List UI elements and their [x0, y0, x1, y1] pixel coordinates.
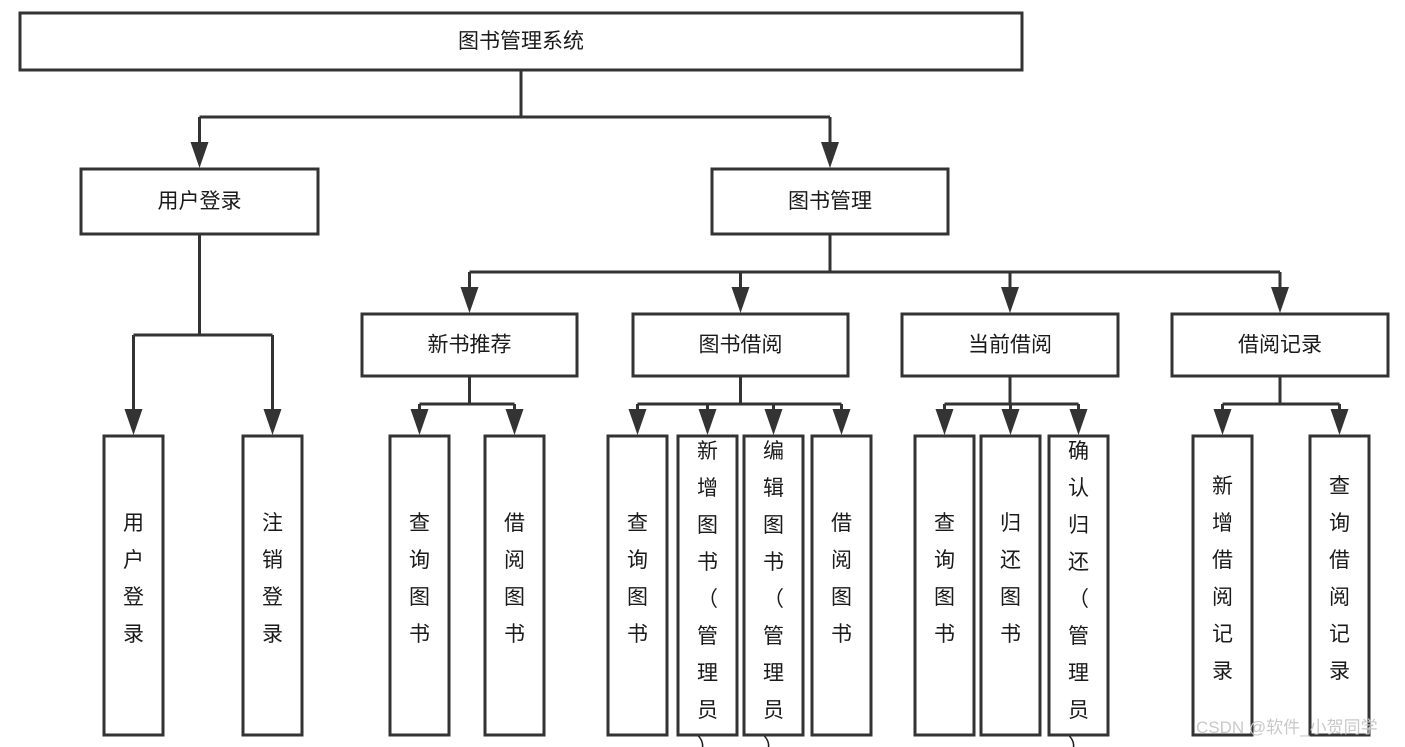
node-label: 用户登录 — [123, 512, 144, 646]
arrow-head — [410, 409, 429, 435]
node-label: 新书推荐 — [428, 334, 512, 357]
arrow-head — [124, 409, 143, 435]
node-box[interactable] — [241, 434, 304, 737]
node-label: 图书借阅 — [699, 334, 783, 357]
arrow-head — [821, 142, 839, 168]
node-box[interactable] — [388, 434, 451, 737]
node-newbook[interactable]: 新书推荐 — [360, 312, 579, 378]
node-label: 注销登录 — [262, 512, 283, 646]
node-leaf-query-book-cur[interactable]: 查询图书 — [913, 434, 976, 737]
node-label: 归还图书 — [1000, 512, 1021, 646]
edge-group-login — [124, 234, 282, 435]
node-box[interactable] — [979, 434, 1042, 737]
node-box[interactable] — [483, 434, 546, 737]
edge-group-newbook — [410, 376, 524, 435]
node-leaf-add-record[interactable]: 新增借阅记录 — [1191, 434, 1254, 737]
node-label: 用户登录 — [158, 190, 242, 213]
edges-layer — [124, 70, 1349, 435]
node-root[interactable]: 图书管理系统 — [18, 11, 1024, 72]
arrow-head — [1069, 409, 1088, 435]
arrow-head — [628, 409, 647, 435]
node-leaf-query-book[interactable]: 查询图书 — [606, 434, 669, 737]
node-current[interactable]: 当前借阅 — [900, 312, 1120, 378]
arrow-head — [1271, 287, 1289, 313]
node-leaf-confirm-return[interactable]: 确认归还（管理员） — [1047, 434, 1110, 747]
arrow-head — [731, 287, 750, 313]
edge-group-root — [190, 70, 839, 168]
arrow-head — [698, 409, 717, 435]
node-label: 查询图书 — [934, 512, 955, 646]
node-box[interactable] — [1170, 312, 1390, 378]
node-box[interactable] — [676, 434, 739, 737]
node-bookmgmt[interactable]: 图书管理 — [710, 167, 950, 236]
node-leaf-edit-book[interactable]: 编辑图书（管理员） — [742, 434, 805, 747]
node-leaf-user-login[interactable]: 用户登录 — [102, 434, 165, 737]
node-box[interactable] — [742, 434, 805, 737]
nodes-layer: 图书管理系统用户登录图书管理新书推荐图书借阅当前借阅借阅记录用户登录注销登录查询… — [18, 11, 1390, 747]
node-label: 图书管理 — [788, 190, 872, 213]
node-box[interactable] — [631, 312, 850, 378]
node-box[interactable] — [606, 434, 669, 737]
node-label: 图书管理系统 — [458, 30, 584, 53]
node-leaf-user-logout[interactable]: 注销登录 — [241, 434, 304, 737]
csdn-watermark: CSDN @软件_小贺同学 — [1196, 718, 1378, 737]
node-box[interactable] — [1047, 434, 1110, 737]
arrow-head — [1330, 409, 1349, 435]
node-label: 当前借阅 — [968, 334, 1052, 357]
node-box[interactable] — [102, 434, 165, 737]
node-label: 借阅图书 — [831, 512, 852, 646]
node-label: 查询图书 — [409, 512, 430, 646]
node-box[interactable] — [710, 167, 950, 236]
arrow-head — [505, 409, 524, 435]
node-label: 新增借阅记录 — [1212, 475, 1233, 683]
arrow-head — [460, 287, 479, 313]
node-leaf-borrow-book-new[interactable]: 借阅图书 — [483, 434, 546, 737]
node-box[interactable] — [1308, 434, 1371, 737]
edge-group-records — [1213, 376, 1349, 435]
node-box[interactable] — [810, 434, 873, 737]
arrow-head — [190, 142, 209, 168]
node-leaf-add-book[interactable]: 新增图书（管理员） — [676, 434, 739, 747]
node-box[interactable] — [79, 167, 320, 236]
node-label: 借阅图书 — [504, 512, 525, 646]
edge-group-current — [935, 376, 1088, 435]
node-box[interactable] — [18, 11, 1024, 72]
node-label: 编辑图书（管理员） — [763, 440, 784, 747]
node-leaf-borrow-book[interactable]: 借阅图书 — [810, 434, 873, 737]
arrow-head — [832, 409, 851, 435]
node-login[interactable]: 用户登录 — [79, 167, 320, 236]
node-box[interactable] — [360, 312, 579, 378]
node-label: 新增图书（管理员） — [697, 440, 718, 747]
arrow-head — [1001, 409, 1020, 435]
arrow-head — [764, 409, 783, 435]
node-label: 确认归还（管理员） — [1068, 440, 1089, 747]
node-label: 查询借阅记录 — [1329, 475, 1350, 683]
edge-group-bookmgmt — [460, 234, 1289, 313]
arrow-head — [263, 409, 282, 435]
arrow-head — [1213, 409, 1232, 435]
arrow-head — [1001, 287, 1019, 313]
node-box[interactable] — [913, 434, 976, 737]
node-leaf-query-record[interactable]: 查询借阅记录 — [1308, 434, 1371, 737]
arrow-head — [935, 409, 954, 435]
node-borrow[interactable]: 图书借阅 — [631, 312, 850, 378]
node-records[interactable]: 借阅记录 — [1170, 312, 1390, 378]
node-box[interactable] — [1191, 434, 1254, 737]
node-leaf-query-book-new[interactable]: 查询图书 — [388, 434, 451, 737]
node-label: 查询图书 — [627, 512, 648, 646]
node-label: 借阅记录 — [1238, 334, 1322, 357]
node-leaf-return-book[interactable]: 归还图书 — [979, 434, 1042, 737]
node-box[interactable] — [900, 312, 1120, 378]
edge-group-borrow — [628, 376, 851, 435]
